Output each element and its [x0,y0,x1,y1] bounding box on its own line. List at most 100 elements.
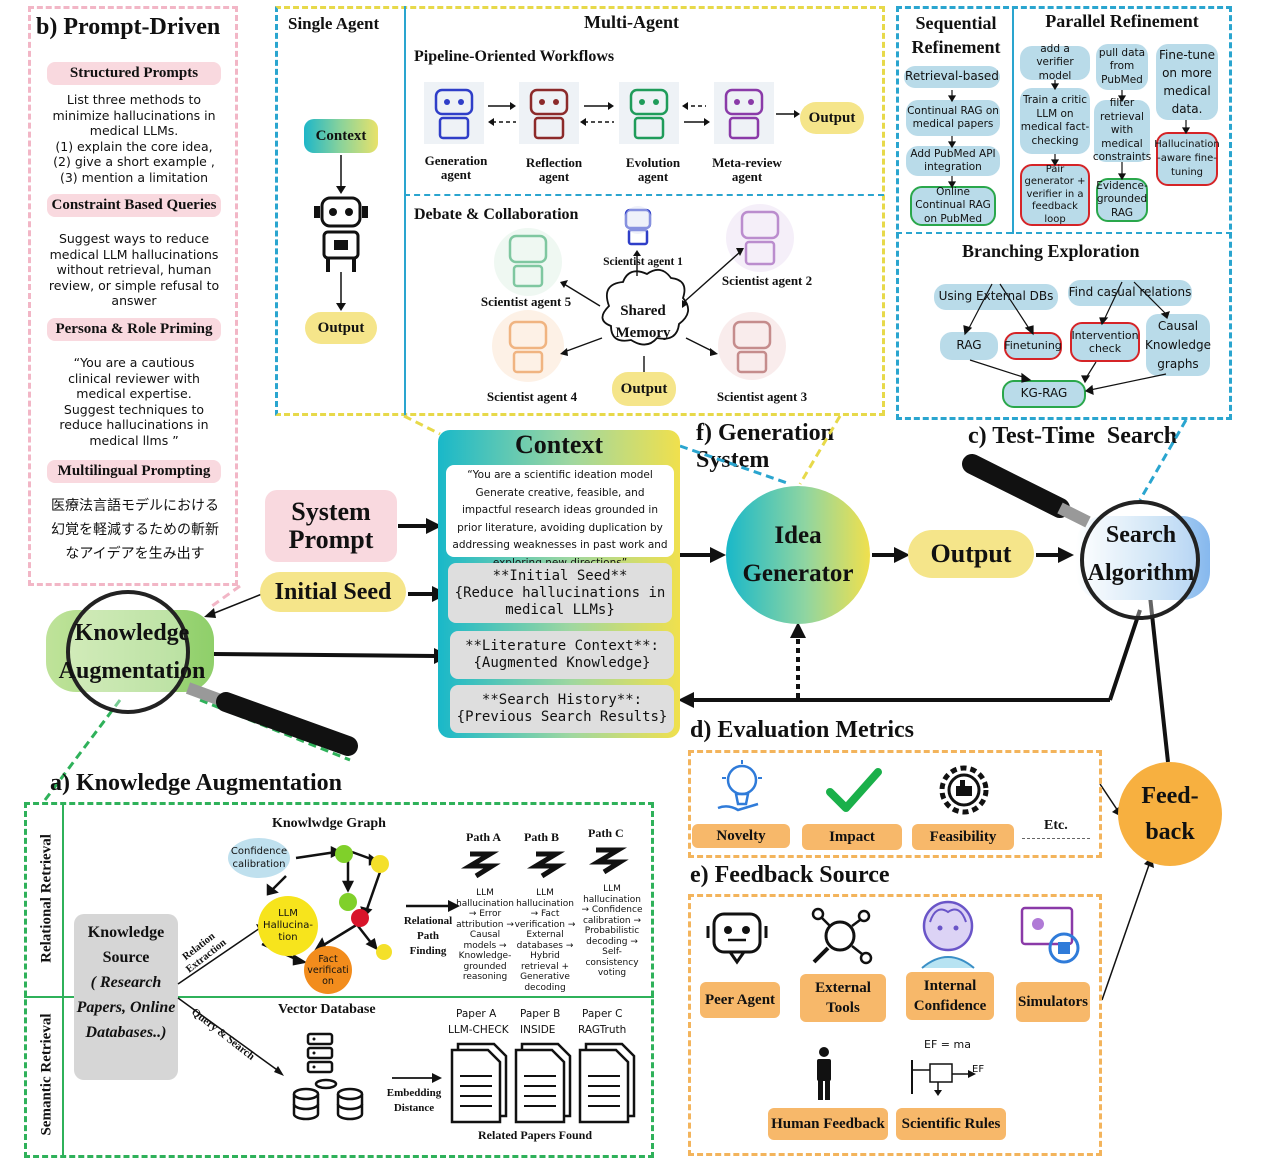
knowledge-graph [177,845,392,985]
ef-label: EF [972,1064,985,1075]
branch-external-dbs: Using External DBs [934,284,1058,310]
feedback-source-panel [688,894,1102,1156]
etc-label: Etc. [1044,818,1068,833]
par-evidence: Evidence-grounded RAG [1096,178,1148,222]
relational-retrieval-label: Relational Retrieval [38,834,55,963]
checkmark-icon [826,768,882,812]
paper-c-name: Paper C [582,1008,623,1020]
context-initial-seed: **Initial Seed** {Reduce hallucinations … [448,563,672,623]
multilingual-label: Multilingual Prompting [47,460,221,483]
multilingual-text: 医療法言語モデルにおける幻覚を軽減するための斬新なアイデアを生み出す [51,498,219,562]
output-node: Output [908,530,1034,578]
scientist-agent-3: Scientist agent 3 [716,389,808,404]
relational-path-arrow [406,900,460,912]
single-agent-title: Single Agent [288,14,380,33]
path-c-title: Path C [588,826,624,840]
branching-title: Branching Exploration [962,241,1140,261]
confidence-node: Confidence calibration [228,838,290,878]
external-tools-icon [811,907,873,965]
par-verifier: add a verifier model [1020,43,1090,82]
single-multi-divider [404,6,406,416]
peer-agent-icon [706,912,768,965]
magnifier-left-handle [185,682,358,756]
scientist-agent-5: Scientist agent 5 [480,294,572,309]
eval-title: d) Evaluation Metrics [690,717,914,743]
single-agent-flow [336,155,346,311]
knowledge-source-box: Knowledge Source ( Research Papers, Onli… [74,914,178,1080]
structured-prompts-label: Structured Prompts [47,62,221,85]
feedback-node: Feed-back [1118,762,1222,866]
test-time-panel [896,6,1232,420]
simulators-icon [1020,906,1080,964]
pipeline-debate-divider [404,194,884,196]
retrieval-vert-divider [62,802,64,1158]
vector-db-title: Vector Database [278,1002,376,1017]
knowledge-aug-panel [24,802,654,1158]
context-literature: **Literature Context**: {Augmented Knowl… [450,631,674,679]
kg-title: Knowlwdge Graph [272,816,386,831]
human-icon [817,1047,831,1100]
etc-underline [1022,838,1090,839]
top-branch-divider [896,232,1232,234]
debate-output: Output [612,372,676,406]
par-finetune: Fine-tune on more medical data. [1156,44,1218,120]
constraint-queries-text: Suggest ways to reduce medical LLM hallu… [48,231,220,308]
persona-priming-text: “You are a cautious clinical reviewer wi… [59,355,209,448]
related-papers-label: Related Papers Found [478,1128,592,1142]
semantic-retrieval-label: Semantic Retrieval [38,1013,55,1136]
lightbulb-icon [717,760,762,812]
evolution-agent-label: Evolution agent [625,155,681,184]
path-b-title: Path B [524,830,560,844]
pipeline-title: Pipeline-Oriented Workflows [414,48,615,65]
fact-verification-node: Fact verificati on [304,946,352,994]
debate-title: Debate & Collaboration [414,206,579,223]
knowledge-aug-node-label: Knowledge Augmentation [58,620,206,684]
search-algorithm-label: Search Algorithm [1087,522,1195,586]
seq-online-rag: Online Continual RAG on PubMed [910,186,996,226]
refinement-arrows [947,80,1191,189]
seq-continual-rag: Continual RAG on medical papers [906,100,1000,136]
paper-b-name: Paper B [520,1008,561,1020]
human-feedback-label: Human Feedback [768,1108,888,1140]
par-pubmed: pull data from PubMed [1096,44,1148,90]
path-a-text: LLM hallucination → Error attribution → … [456,888,514,982]
branch-casual-relations: Find casual relations [1068,280,1192,306]
peer-agent-label: Peer Agent [700,982,780,1018]
pipeline-flow [424,82,800,144]
idea-generator-node: Idea Generator [726,486,870,624]
test-time-label: c) Test-Time Search [968,423,1178,449]
system-prompt-box: System Prompt [265,490,397,562]
paper-a-name: Paper A [456,1008,497,1020]
generation-agent-label: Generation agent [424,153,488,182]
single-robot-icon [314,196,368,272]
context-title: Context [514,430,604,459]
paper-b-sub: INSIDE [520,1024,556,1036]
generation-system-panel [275,6,885,416]
prompt-driven-title: b) Prompt-Driven [36,14,221,40]
database-icon [292,1032,364,1121]
shared-memory: Shared Memory [615,303,671,341]
scientist-agent-2: Scientist agent 2 [721,273,813,288]
magnifier-left-icon [66,590,190,714]
novelty-label: Novelty [692,824,790,848]
path-zigzag-icons [460,847,629,879]
par-hallucination-ft: Hallucination -aware fine-tuning [1154,132,1220,186]
internal-confidence-icon [921,900,975,969]
branch-kg-rag: KG-RAG [1002,380,1086,408]
branch-intervention: Intervention check [1070,322,1140,362]
embedding-distance-label: Embedding Distance [386,1087,442,1114]
internal-confidence-label: Internal Confidence [906,972,994,1020]
par-critic: Train a critic LLM on medical fact-check… [1020,88,1090,154]
feedback-source-title: e) Feedback Source [690,862,890,888]
debate-network [492,204,794,382]
generation-system-label-text: f) Generation System [696,420,834,473]
context-system-text: “You are a scientific ideation model Gen… [446,465,674,569]
par-filter: filter retrieval with medical constraint… [1092,97,1152,164]
initial-seed-box: Initial Seed [260,572,406,612]
paper-c-sub: RAGTruth [578,1024,627,1036]
source-to-vector-arrow [177,997,284,1076]
seq-retrieval-based: Retrieval-based [904,66,1000,88]
magnifier-right-handle [962,454,1091,528]
retrieval-horiz-divider [24,996,654,998]
